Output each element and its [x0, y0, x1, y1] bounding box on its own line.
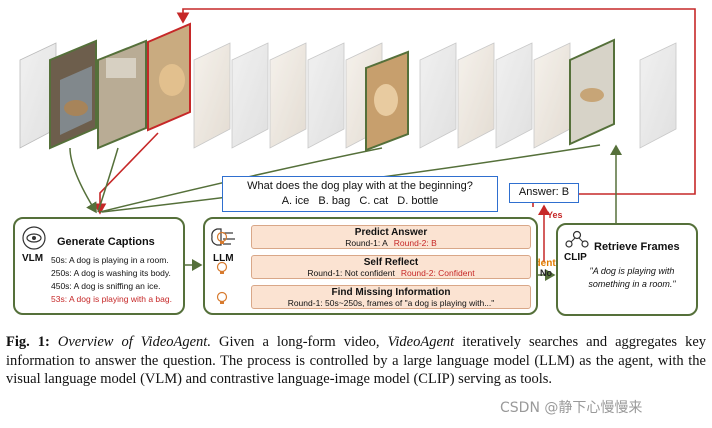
vlm-tag: VLM: [22, 253, 44, 264]
caption-line-1: 50s: A dog is playing in a room.: [51, 255, 169, 265]
caption-line-3: 450s: A dog is sniffing an ice.: [51, 281, 161, 291]
clip-tag: CLIP: [564, 252, 587, 263]
caption-text-1: Given a long-form video,: [219, 334, 380, 350]
caption-agent-name: VideoAgent: [387, 334, 455, 350]
vlm-title: Generate Captions: [57, 236, 155, 248]
lightbulb-icon: [216, 291, 228, 304]
figure-caption: Fig. 1: Overview of VideoAgent. Given a …: [6, 333, 706, 389]
caption-line-2: 250s: A dog is washing its body.: [51, 268, 171, 278]
llm-tag: LLM: [213, 253, 234, 264]
option-b: B. bag: [318, 195, 351, 207]
vlm-generate-captions-box: VLM Generate Captions 50s: A dog is play…: [13, 217, 185, 315]
option-a: A. ice: [281, 195, 310, 207]
network-people-icon: [565, 230, 589, 248]
self-reflect-title: Self Reflect: [363, 257, 419, 268]
figure-number: Fig. 1:: [6, 334, 50, 350]
answer-box: Answer: B: [509, 183, 579, 203]
predict-answer-title: Predict Answer: [354, 227, 428, 238]
flow-arrows: [185, 259, 556, 281]
find-missing-info-step: Find Missing Information Round-1: 50s~25…: [216, 285, 531, 309]
diagram-canvas: [19, 8, 696, 281]
video-frame-strip: [19, 42, 677, 149]
clip-title: Retrieve Frames: [594, 241, 680, 253]
video-frame-red: [147, 22, 191, 132]
question-options: A. ice B. bag C. cat D. bottle: [223, 194, 497, 209]
lightbulb-icon: [216, 261, 228, 274]
caption-line-4: 53s: A dog is playing with a bag.: [51, 294, 172, 304]
eye-circuit-icon: [22, 226, 46, 250]
clip-retrieve-frames-box: CLIP Retrieve Frames "A dog is playing w…: [556, 223, 698, 316]
option-c: C. cat: [359, 195, 389, 207]
find-missing-info-detail: Round-1: 50s~250s, frames of "a dog is p…: [287, 298, 495, 308]
no-label: No: [540, 268, 552, 278]
question-box: What does the dog play with at the begin…: [222, 176, 498, 212]
video-frame-green-1: [49, 39, 97, 150]
video-frame-green-2: [97, 39, 147, 150]
video-frame-retrieved-1: [365, 50, 409, 152]
yes-label: Yes: [547, 210, 563, 220]
option-d: D. bottle: [397, 195, 439, 207]
caption-text-2: iteratively searches and aggregates key …: [6, 334, 707, 387]
lightbulb-icon: [216, 231, 228, 244]
question-text: What does the dog play with at the begin…: [247, 180, 473, 192]
watermark: CSDN @静下心慢慢来: [500, 400, 643, 416]
clip-query-quote: "A dog is playing with something in a ro…: [588, 266, 676, 289]
figure-title: Overview of VideoAgent.: [57, 334, 211, 350]
find-missing-info-title: Find Missing Information: [331, 287, 451, 298]
video-frame-retrieved-2: [569, 38, 615, 146]
